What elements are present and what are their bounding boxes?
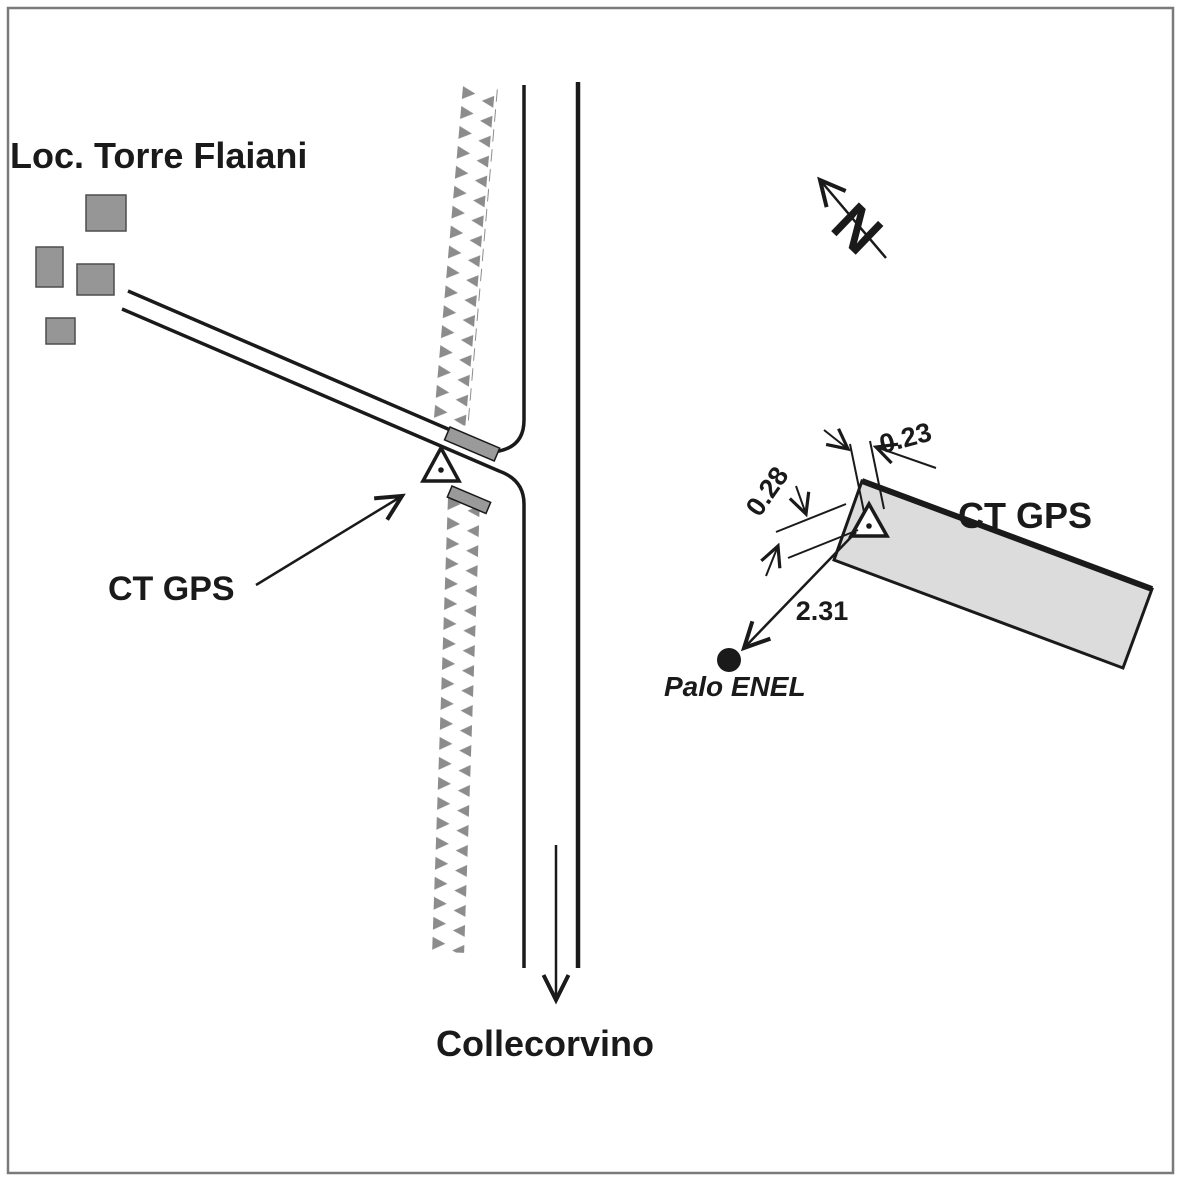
wall-fragment-upper bbox=[443, 426, 501, 462]
hatched-strip-top bbox=[432, 86, 498, 426]
destination-label: Collecorvino bbox=[436, 1023, 654, 1064]
building bbox=[76, 263, 115, 296]
wall-fragment-lower bbox=[446, 485, 492, 515]
dimension-arrow bbox=[788, 485, 811, 518]
detail-wall-top-edge bbox=[860, 478, 1154, 592]
dimension-extension-line bbox=[869, 440, 885, 510]
dimension-extension-line bbox=[775, 503, 847, 533]
dimension-arrow bbox=[823, 428, 851, 452]
dimension-label-0-23: 0.23 bbox=[876, 417, 935, 460]
hatched-strip-bottom bbox=[431, 497, 481, 953]
palo-enel-label: Palo ENEL bbox=[664, 671, 806, 702]
detail-station-marker bbox=[848, 500, 890, 538]
buildings-torre-flaiani bbox=[35, 194, 127, 345]
locality-label: Loc. Torre Flaiani bbox=[10, 135, 307, 176]
dimension-arrow bbox=[872, 442, 937, 469]
dimension-arrow bbox=[760, 542, 782, 577]
road-edge-left-south bbox=[121, 307, 526, 968]
dimension-extension-line bbox=[787, 529, 859, 559]
dimension-extension-line bbox=[849, 443, 865, 513]
north-arrow: N bbox=[817, 176, 895, 267]
palo-enel-point bbox=[717, 648, 741, 672]
gps-station-marker bbox=[420, 444, 462, 483]
building bbox=[45, 317, 76, 345]
station-label-map: CT GPS bbox=[108, 570, 235, 608]
leader-arrow-ct-gps bbox=[255, 493, 406, 587]
building bbox=[85, 194, 127, 232]
dimension-label-2-31: 2.31 bbox=[796, 596, 849, 626]
dimension-arrow-to-pole bbox=[740, 531, 857, 652]
page-border bbox=[6, 6, 1175, 1175]
station-label-detail: CT GPS bbox=[958, 495, 1092, 536]
dimension-2-31: 2.31 bbox=[740, 531, 857, 652]
building bbox=[35, 246, 64, 288]
dimension-label-0-28: 0.28 bbox=[740, 461, 795, 521]
